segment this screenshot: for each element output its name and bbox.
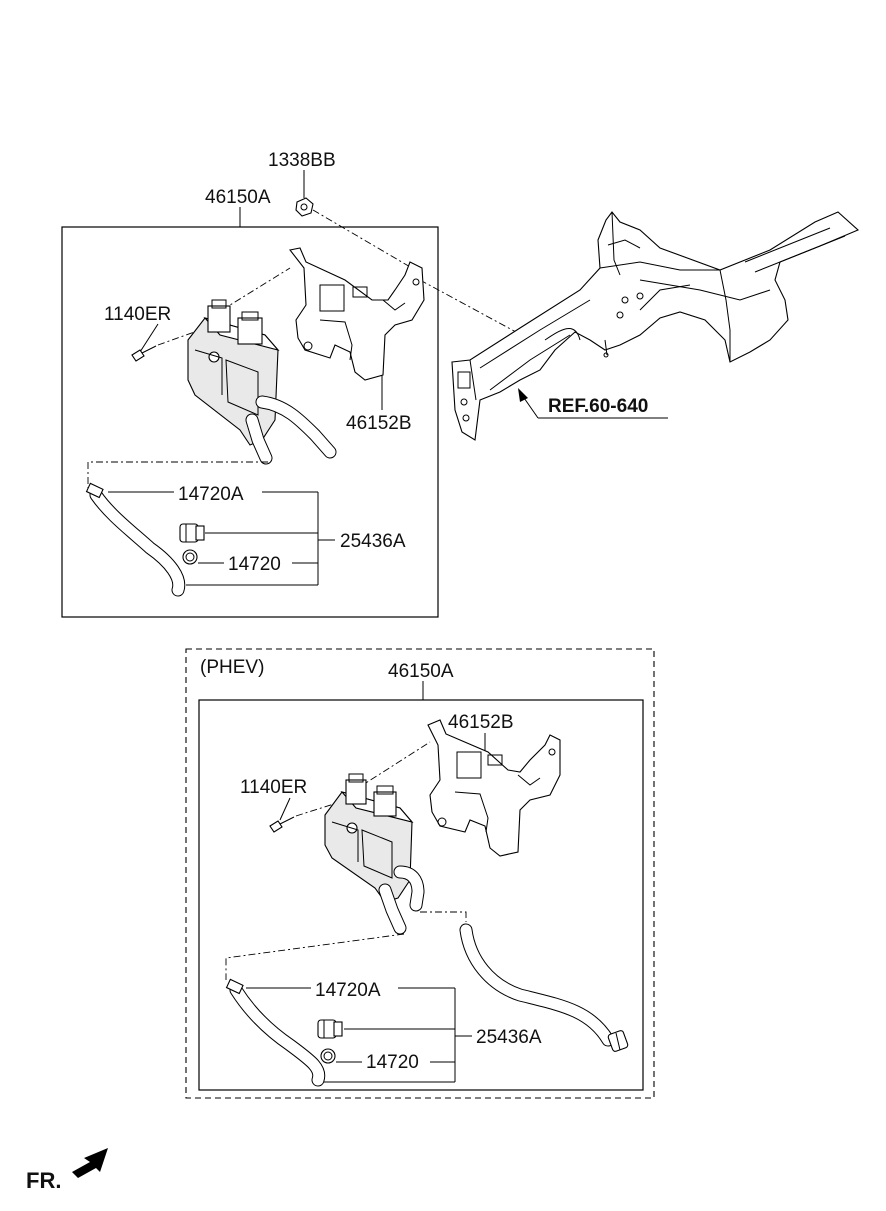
phev-bracket-part: [427, 719, 561, 857]
top-connector-part: [179, 523, 205, 543]
phev-long-hose-fitting: [607, 1030, 629, 1052]
reference-label: REF.60-640: [548, 396, 648, 417]
top-module-part: [187, 299, 280, 446]
frame-member-part: [451, 211, 860, 441]
top-hose-label: 14720A: [178, 484, 244, 505]
top-connector-label: 25436A: [340, 531, 406, 552]
phev-hose-label: 14720A: [315, 980, 381, 1001]
top-bracket-part: [289, 247, 425, 381]
top-hose-dashline: [87, 461, 268, 488]
bolt-label: 1338BB: [268, 150, 336, 171]
phev-long-hose-dashline: [420, 911, 467, 922]
phev-clamp-part: [320, 1048, 336, 1064]
top-screw-label: 1140ER: [104, 304, 171, 325]
phev-screw-part: [269, 816, 295, 833]
phev-hose-dashline: [225, 933, 405, 980]
ref-pointer: [518, 388, 668, 419]
top-group: 46150A 1338BB 1140ER 46152B: [61, 150, 541, 618]
top-screw-part: [131, 345, 157, 362]
phev-dashed-frame: [185, 648, 655, 1099]
top-hose-clip: [85, 482, 104, 499]
top-clamp-part: [182, 549, 198, 565]
top-screw-leader: [139, 323, 159, 353]
phev-connector-label: 25436A: [476, 1027, 542, 1048]
phev-module-part: [324, 773, 414, 903]
top-clamp-label: 14720: [228, 554, 281, 575]
bolt-nut-part: [295, 197, 314, 217]
top-assembly-label: 46150A: [205, 187, 271, 208]
module-to-bracket-dashline: [221, 267, 291, 311]
phev-module-to-bracket-dashline: [357, 741, 431, 789]
front-direction-indicator: [72, 1148, 108, 1178]
front-arrow-icon: [72, 1148, 108, 1178]
phev-screw-label: 1140ER: [240, 777, 307, 798]
phev-screw-leader: [279, 797, 291, 821]
phev-assembly-frame: [198, 699, 644, 1091]
top-assembly-frame: [61, 226, 439, 618]
phev-bracket-label: 46152B: [448, 712, 514, 733]
phev-group: (PHEV) 46150A 46152B 1140ER: [185, 648, 655, 1099]
phev-title: (PHEV): [200, 657, 264, 678]
front-label: FR.: [26, 1168, 61, 1193]
top-bracket-label: 46152B: [346, 413, 412, 434]
phev-hose-clip: [225, 978, 244, 995]
phev-assembly-label: 46150A: [388, 661, 454, 682]
phev-clamp-label: 14720: [366, 1052, 419, 1073]
phev-connector-part: [317, 1019, 343, 1039]
bolt-to-bracket-dashline: [312, 209, 413, 269]
